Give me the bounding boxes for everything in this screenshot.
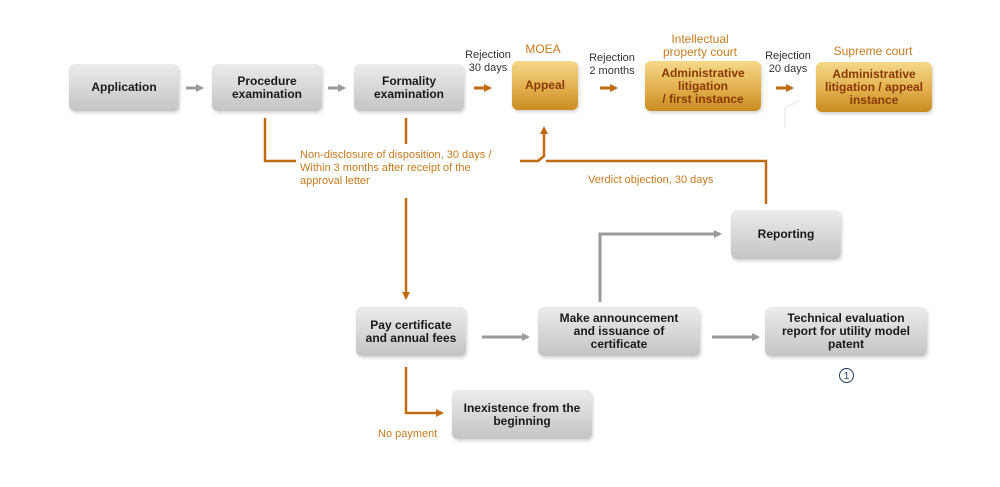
admin-litigation-first-instance-box: Administrative litigation / first instan… xyxy=(645,61,761,111)
admin-litigation-appeal-instance-box: Administrative litigation / appeal insta… xyxy=(816,62,932,112)
line-to-appeal-up xyxy=(520,126,548,163)
arrow-announcement-to-reporting xyxy=(598,230,722,302)
arrow-to-inexistence xyxy=(404,367,444,417)
rejection-30-days-label: Rejection 30 days xyxy=(465,49,511,74)
faint-bracket xyxy=(784,99,801,128)
rejection-20-days-label: Rejection 20 days xyxy=(765,50,811,75)
appeal-box: Appeal xyxy=(512,61,578,110)
procedure-examination-box: Procedure examination xyxy=(212,64,322,111)
pay-fees-box: Pay certificate and annual fees xyxy=(356,307,466,356)
technical-evaluation-report-box: Technical evaluation report for utility … xyxy=(765,307,927,356)
reporting-box: Reporting xyxy=(731,210,841,259)
rejection-2-months-label: Rejection 2 months xyxy=(589,52,635,77)
non-disclosure-label: Non-disclosure of disposition, 30 days /… xyxy=(300,149,492,187)
moea-label: MOEA xyxy=(525,42,561,56)
formality-examination-box: Formality examination xyxy=(354,64,464,111)
announcement-box: Make announcement and issuance of certif… xyxy=(538,307,700,356)
application-box: Application xyxy=(69,64,179,111)
ip-court-label: Intellectual property court xyxy=(662,32,738,59)
line-reporting-to-appeal xyxy=(546,159,768,204)
verdict-objection-label: Verdict objection, 30 days xyxy=(588,174,714,186)
circled-number-one: 1 xyxy=(839,368,854,383)
no-payment-label: No payment xyxy=(378,428,438,440)
supreme-court-label: Supreme court xyxy=(833,44,913,58)
inexistence-box: Inexistence from the beginning xyxy=(452,390,592,439)
line-procedure-down xyxy=(263,118,296,163)
